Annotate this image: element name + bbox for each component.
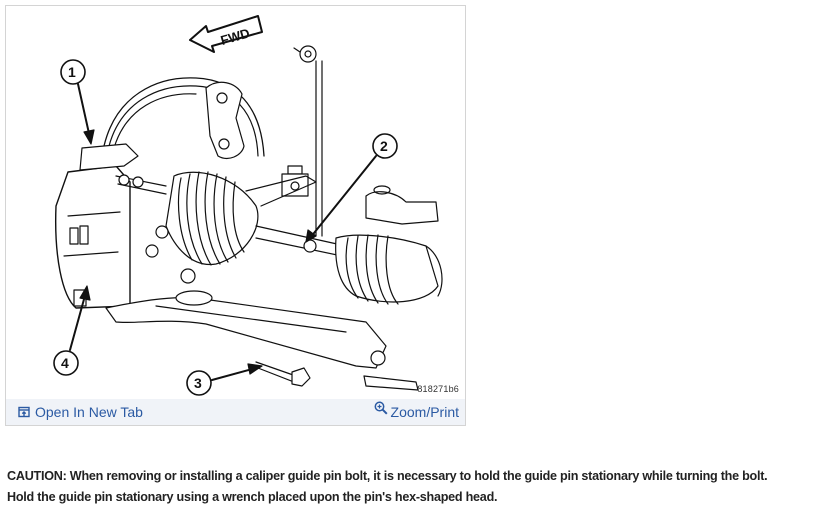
open-in-new-tab-link[interactable]: Open In New Tab [18, 404, 143, 420]
callout-2: 2 [305, 133, 398, 243]
svg-text:3: 3 [194, 375, 202, 391]
zoom-print-label: Zoom/Print [390, 404, 459, 420]
figure-code: 818271b6 [417, 384, 459, 394]
caution-line-1: CAUTION: When removing or installing a c… [7, 469, 768, 483]
open-in-new-tab-label: Open In New Tab [35, 404, 143, 420]
caliper-diagram[interactable]: FWD [6, 6, 465, 398]
caution-note: CAUTION: When removing or installing a c… [7, 466, 837, 508]
figure-toolbar: Open In New Tab Zoom/Print [6, 399, 465, 425]
svg-text:2: 2 [380, 138, 388, 154]
svg-text:1: 1 [68, 64, 76, 80]
callout-1: 1 [60, 59, 95, 145]
svg-text:4: 4 [61, 355, 69, 371]
caution-line-2: Hold the guide pin stationary using a wr… [7, 490, 498, 504]
zoom-in-icon [374, 401, 388, 415]
callout-3: 3 [186, 363, 263, 396]
open-new-tab-icon [18, 406, 30, 418]
zoom-print-link[interactable]: Zoom/Print [374, 401, 459, 420]
figure-container: FWD [5, 5, 466, 426]
callout-4: 4 [53, 285, 91, 376]
fwd-arrow-icon: FWD [189, 15, 263, 53]
